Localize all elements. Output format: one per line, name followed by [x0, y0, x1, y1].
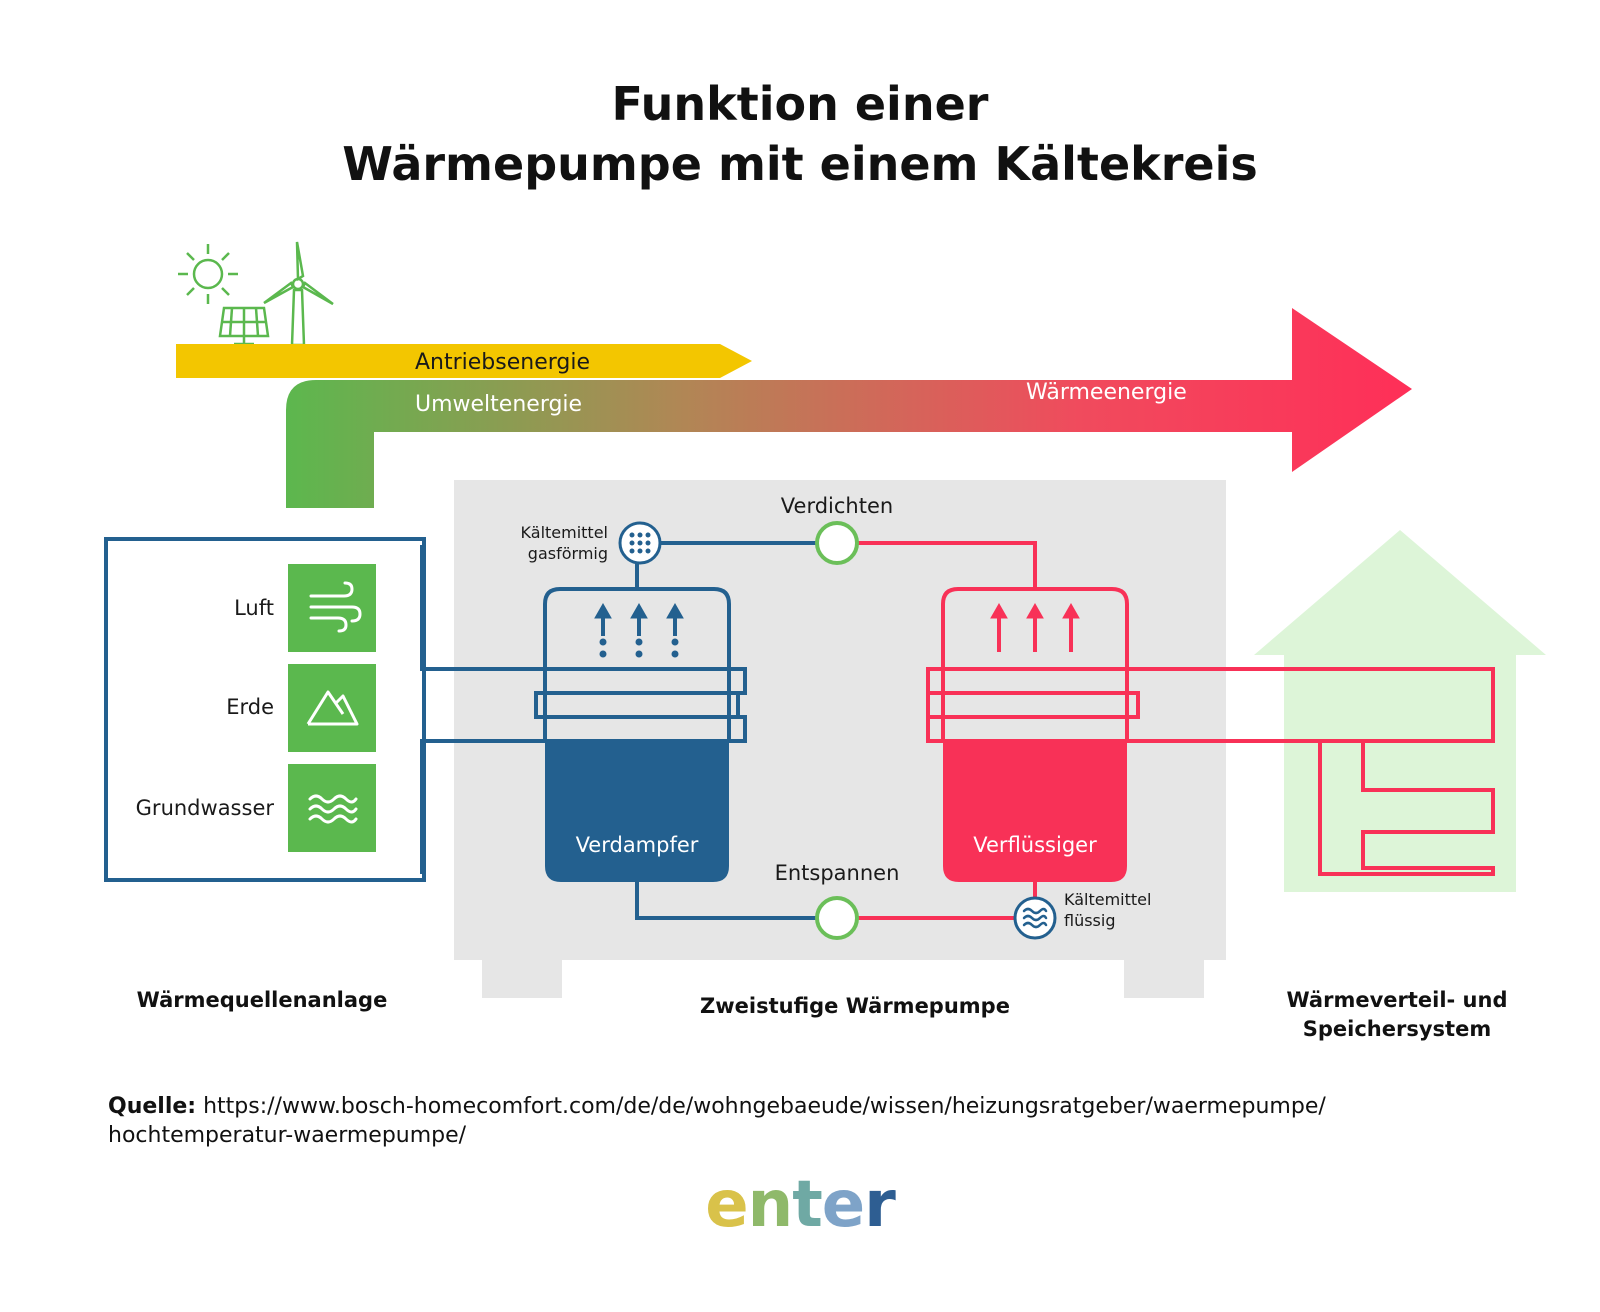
evaporator-band [534, 691, 740, 719]
heat-energy-arrow [286, 308, 1412, 508]
drive-energy-label: Antriebsenergie [415, 350, 590, 375]
source-url-line-1[interactable]: https://www.bosch-homecomfort.com/de/de/… [203, 1094, 1326, 1119]
refrigerant-gas-label-2: gasförmig [528, 544, 608, 563]
enter-logo: enter [0, 1168, 1600, 1242]
refrigerant-cold-line [635, 882, 817, 920]
logo-letter-e1: e [705, 1168, 748, 1242]
source-item-grundwasser: Grundwasser [136, 796, 275, 820]
house-shape [1254, 530, 1546, 892]
source-note: Quelle: https://www.bosch-homecomfort.co… [108, 1092, 1508, 1150]
heat-energy-label: Wärmeenergie [1026, 380, 1187, 405]
compress-label: Verdichten [781, 494, 893, 518]
expand-label: Entspannen [775, 861, 900, 885]
source-item-luft: Luft [234, 596, 274, 620]
condenser-arrows-icon [990, 602, 1080, 652]
source-label: Quelle: [108, 1094, 197, 1119]
evaporator-lower [545, 741, 729, 882]
distribution-caption-1: Wärmeverteil- und [1287, 988, 1508, 1012]
refrigerant-hot-line [857, 541, 1037, 589]
distribution-caption-2: Speichersystem [1303, 1017, 1491, 1041]
logo-letter-e2: e [821, 1168, 865, 1242]
waves-icon [308, 794, 358, 824]
source-url-line-2[interactable]: hochtemperatur-waermepumpe/ [108, 1123, 467, 1148]
grundwasser-tile [288, 764, 376, 852]
gas-dots-icon [618, 521, 662, 565]
refrigerant-liquid-label-2: flüssig [1064, 911, 1116, 930]
pump-foot-left [482, 960, 562, 998]
logo-letter-r: r [864, 1168, 896, 1242]
source-system-box [104, 537, 426, 882]
environment-energy-label: Umweltenergie [415, 392, 582, 417]
title-line-1: Funktion einer [612, 77, 989, 131]
logo-letter-t: t [792, 1168, 823, 1242]
heat-pump-caption: Zweistufige Wärmepumpe [700, 994, 1010, 1018]
drive-energy-arrow [176, 344, 752, 378]
refrigerant-gas-label-1: Kältemittel [521, 523, 608, 542]
wind-icon [309, 581, 362, 633]
house-heating-coil [1127, 667, 1495, 876]
compressor-valve [815, 521, 859, 565]
mountain-icon [306, 690, 359, 726]
wind-turbine-icon [263, 241, 334, 347]
title-line-2: Wärmepumpe mit einem Kältekreis [342, 137, 1258, 191]
logo-letter-n: n [747, 1168, 794, 1242]
solar-panel-icon [218, 306, 270, 346]
evaporator-arrows-icon [594, 602, 684, 658]
evaporator-label: Verdampfer [576, 833, 699, 857]
sun-icon [178, 244, 238, 304]
erde-tile [288, 664, 376, 752]
expansion-valve [815, 896, 859, 940]
pump-foot-right [1124, 960, 1204, 998]
source-item-erde: Erde [226, 695, 274, 719]
condenser-label: Verflüssiger [973, 833, 1097, 857]
source-system-caption: Wärmequellenanlage [137, 988, 388, 1012]
liquid-waves-icon [1013, 896, 1057, 940]
refrigerant-liquid-label-1: Kältemittel [1064, 890, 1151, 909]
condenser-lower [943, 741, 1127, 882]
